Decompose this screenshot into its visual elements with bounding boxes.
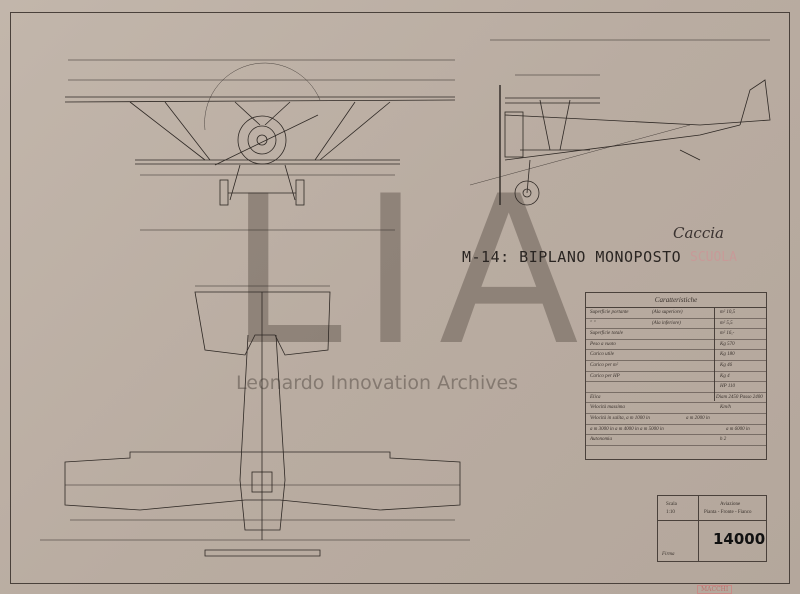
- table-row: Elica Diam 2450 Passo 2400: [586, 393, 766, 404]
- watermark-logo: LIA: [228, 153, 597, 391]
- table-row: Carico utile Kg 180: [586, 350, 766, 361]
- row-label: Velocità in salita, a m 1000 in: [590, 415, 650, 421]
- scale-value: 1:10: [666, 510, 675, 515]
- column-divider: [714, 308, 715, 401]
- table-row: HP 110: [586, 382, 766, 393]
- row-sub: (Ala inferiore): [652, 320, 681, 326]
- divider: [698, 496, 699, 561]
- table-row: Autonomia h 2: [586, 435, 766, 446]
- table-row: Peso a vuoto Kg 570: [586, 340, 766, 351]
- row-label: Carico utile: [590, 352, 615, 358]
- row-label: Carico per HP: [590, 373, 620, 379]
- table-row: " " (Ala inferiore) m² 5,5: [586, 319, 766, 330]
- row-value: m² 10,5: [720, 310, 736, 315]
- row-label: Autonomia: [590, 437, 612, 443]
- views-label: Pianta - Fronte - Fianco: [704, 510, 752, 515]
- row-label: Superficie totale: [590, 331, 623, 337]
- sheet-border: [10, 12, 790, 584]
- row-sub: a m 2000 in: [686, 415, 710, 421]
- row-value: Kg 46: [720, 362, 733, 368]
- row-value: Kg 4: [720, 373, 730, 379]
- row-value: m² 16,-: [720, 331, 735, 337]
- row-value: m² 5,5: [720, 320, 733, 326]
- row-label: Velocità massima: [590, 405, 625, 411]
- table-heading: Caratteristiche: [586, 293, 766, 308]
- table-row: Superficie totale m² 16,-: [586, 329, 766, 340]
- role-annotation: Caccia: [673, 224, 724, 242]
- erased-title-word: SCUOLA: [690, 250, 737, 265]
- drawing-number: 14000: [713, 530, 766, 548]
- row-value: HP 110: [720, 384, 735, 390]
- table-row: Velocità in salita, a m 1000 in a m 2000 …: [586, 414, 766, 425]
- watermark-text: Leonardo Innovation Archives: [236, 372, 519, 394]
- side-view: [469, 39, 771, 206]
- table-row: Carico per m² Kg 46: [586, 361, 766, 372]
- divider: [658, 520, 766, 521]
- drawing-title: M-14: BIPLANO MONOPOSTO: [462, 248, 682, 266]
- row-value: Kg 180: [720, 352, 735, 358]
- row-value: Kg 570: [720, 341, 735, 347]
- row-label: Superficie portante: [590, 310, 629, 315]
- front-view: [64, 59, 456, 231]
- table-row: Velocità massima Km/h: [586, 403, 766, 414]
- scale-label: Scala: [666, 502, 677, 507]
- table-row: Carico per HP Kg 4: [586, 372, 766, 383]
- title-block: Scala 1:10 Aviazione Pianta - Fronte - F…: [657, 495, 767, 562]
- row-label: Elica: [590, 394, 601, 400]
- row-label: " ": [590, 320, 596, 326]
- row-label: Carico per m²: [590, 362, 619, 368]
- row-value: h 2: [720, 437, 727, 443]
- signature: Firma: [662, 552, 675, 557]
- plan-view: [40, 285, 470, 557]
- row-value: Km/h: [720, 405, 731, 411]
- table-row: Superficie portante (Ala superiore) m² 10,…: [586, 308, 766, 319]
- archive-stamp: MACCHI: [697, 585, 733, 594]
- characteristics-table: Caratteristiche Superficie portante (Ala …: [585, 292, 767, 460]
- table-row: a m 3000 in a m 4000 in a m 5000 in a m 6…: [586, 425, 766, 436]
- row-value: Diam 2450 Passo 2400: [716, 394, 763, 400]
- row-value: a m 6000 in: [726, 426, 750, 432]
- row-label: Peso a vuoto: [590, 341, 616, 347]
- company-name: Aviazione: [720, 502, 741, 507]
- row-sub: (Ala superiore): [652, 310, 683, 315]
- row-label: a m 3000 in a m 4000 in a m 5000 in: [590, 426, 664, 432]
